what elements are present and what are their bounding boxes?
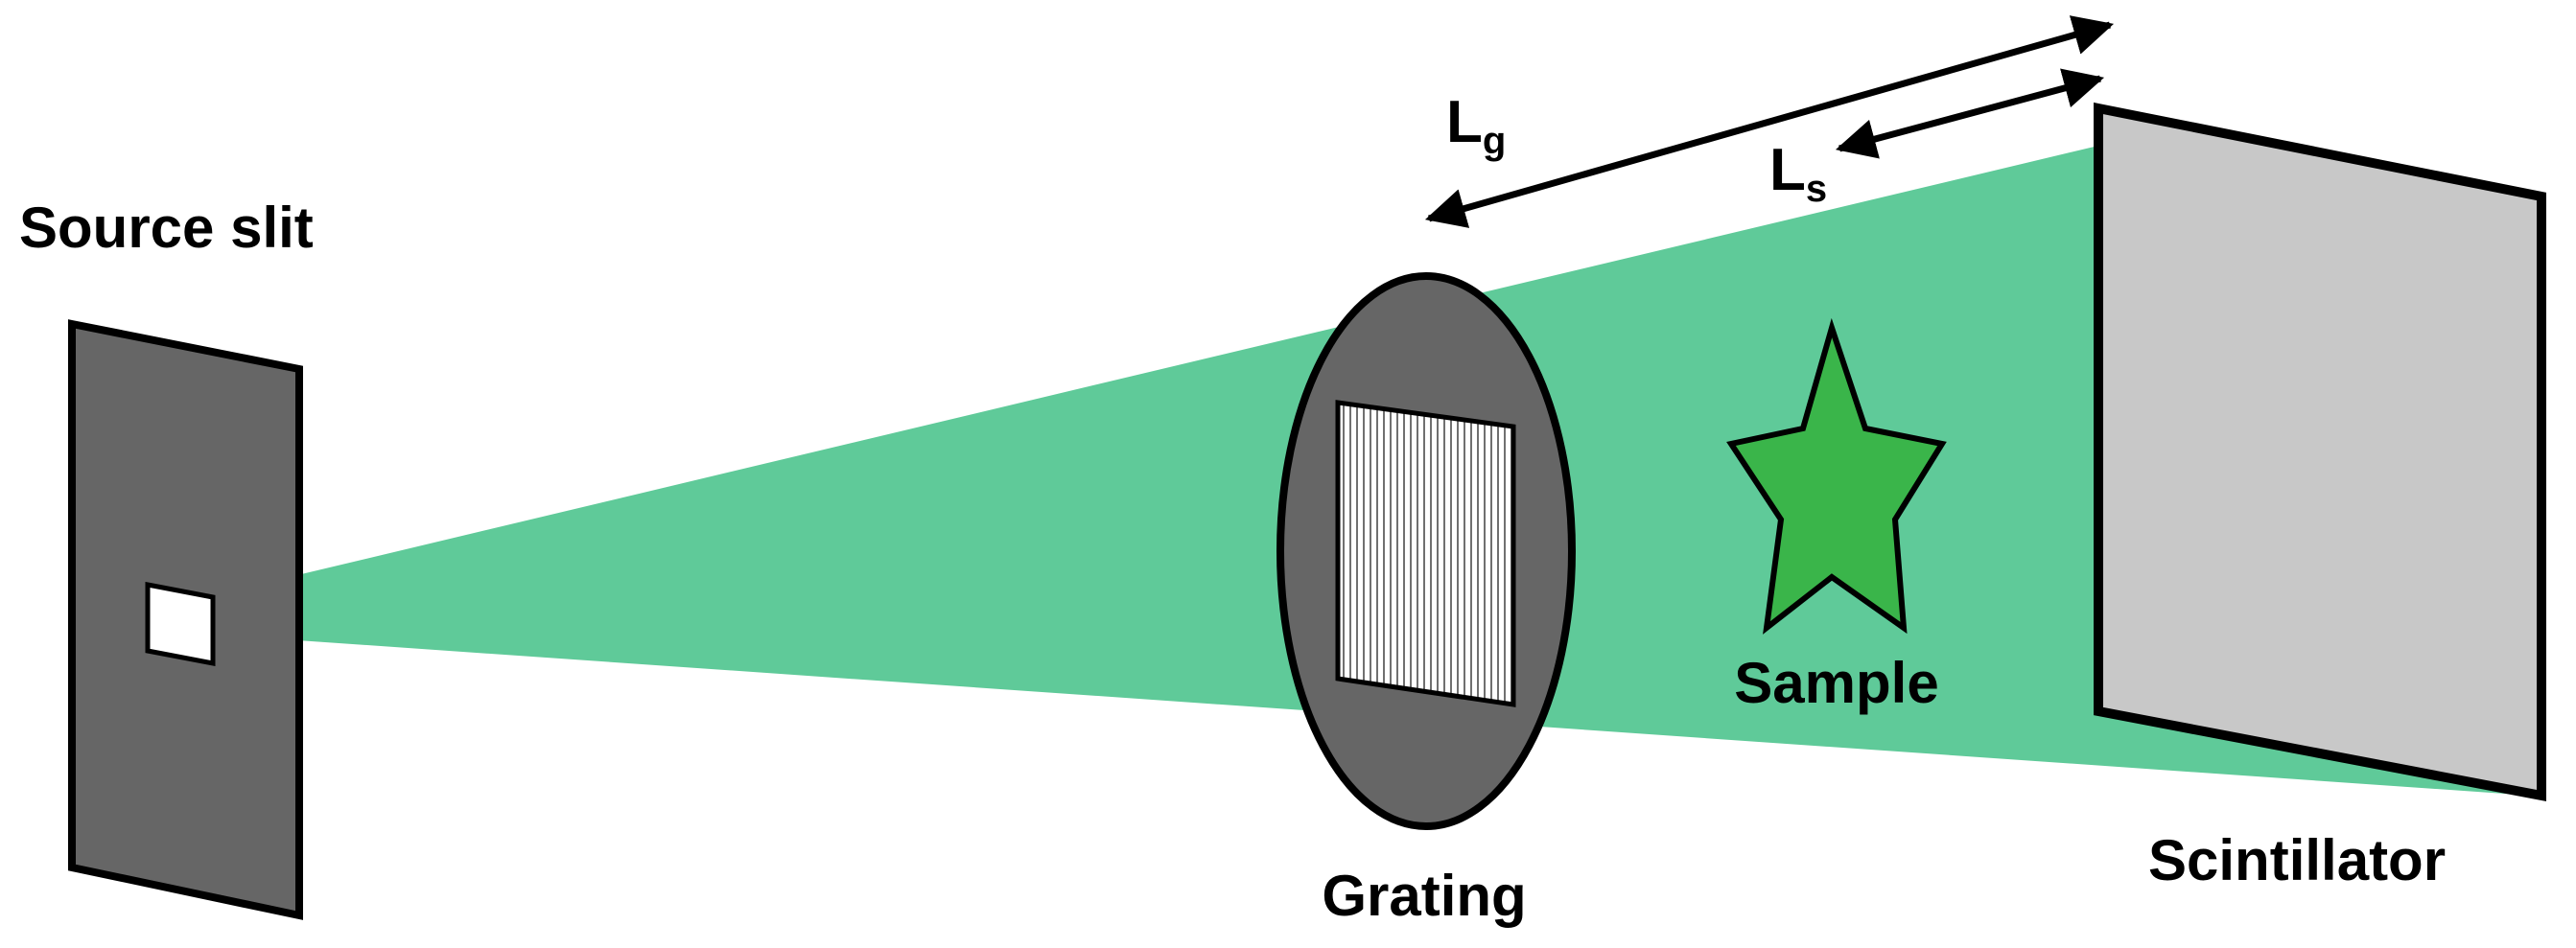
ls-distance-arrow xyxy=(1835,68,2105,159)
grating-lines xyxy=(1343,403,1512,705)
grating-window xyxy=(1338,403,1513,705)
source-slit xyxy=(68,319,303,920)
lg-distance-arrow xyxy=(1424,15,2115,228)
lg-label-main: L xyxy=(1446,89,1483,155)
scintillator-label: Scintillator xyxy=(2148,828,2446,892)
grating-window-border xyxy=(1335,400,1516,707)
source-slit-aperture xyxy=(145,581,216,667)
ls-label: Ls xyxy=(1769,137,1827,210)
lg-label-subscript: g xyxy=(1483,120,1506,162)
ls-label-main: L xyxy=(1769,137,1806,203)
grating xyxy=(1276,272,1576,830)
scintillator-panel xyxy=(2094,102,2546,802)
sample-label: Sample xyxy=(1734,651,1938,715)
sample-star xyxy=(1726,317,1947,635)
grating-label: Grating xyxy=(1322,864,1526,928)
source-slit-label: Source slit xyxy=(19,196,314,260)
ls-label-subscript: s xyxy=(1806,168,1827,210)
lg-label: Lg xyxy=(1446,89,1506,162)
